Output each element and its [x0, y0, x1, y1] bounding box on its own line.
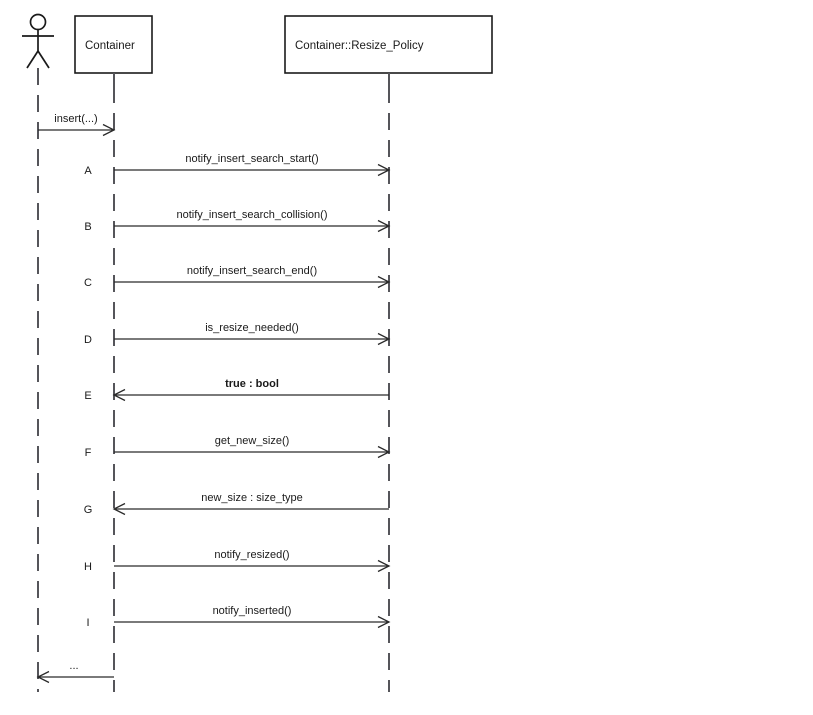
- step-letter-h: H: [84, 561, 92, 573]
- message-label: is_resize_needed(): [205, 322, 299, 334]
- message-arrowhead: [377, 445, 391, 459]
- messages-layer: insert(...) notify_insert_search_start() A…: [36, 113, 391, 684]
- message-arrowhead: [377, 559, 391, 573]
- actor-stick-figure-icon: [22, 13, 54, 69]
- resize-policy-box-rect: [284, 15, 493, 74]
- step-letter-i: I: [86, 617, 89, 629]
- message-d[interactable]: is_resize_needed() D: [84, 322, 391, 346]
- participant-box-container[interactable]: Container: [74, 15, 153, 74]
- resize-policy-box-label: Container::Resize_Policy: [295, 40, 424, 52]
- message-arrowhead: [377, 219, 391, 233]
- message-f[interactable]: get_new_size() F: [85, 435, 391, 459]
- message-label: notify_insert_search_collision(): [176, 209, 327, 221]
- message-arrowhead: [377, 275, 391, 289]
- message-arrowhead: [112, 502, 126, 516]
- message-arrowhead: [377, 332, 391, 346]
- step-letter-f: F: [85, 447, 92, 459]
- message-arrowhead: [112, 388, 126, 402]
- step-letter-a: A: [84, 165, 92, 177]
- message-i[interactable]: notify_inserted() I: [86, 605, 391, 629]
- message-label: notify_resized(): [214, 549, 289, 561]
- message-label: ...: [69, 660, 78, 672]
- message-c[interactable]: notify_insert_search_end() C: [84, 265, 391, 289]
- message-item-10[interactable]: ...: [36, 660, 114, 684]
- step-letter-e: E: [84, 390, 91, 402]
- message-label: get_new_size(): [215, 435, 290, 447]
- message-label: insert(...): [54, 113, 97, 125]
- container-box-rect: [74, 15, 153, 74]
- step-letter-b: B: [84, 221, 91, 233]
- message-a[interactable]: notify_insert_search_start() A: [84, 153, 391, 177]
- message-arrowhead: [102, 123, 116, 137]
- step-letter-c: C: [84, 277, 92, 289]
- message-label: notify_insert_search_end(): [187, 265, 317, 277]
- message-arrowhead: [377, 615, 391, 629]
- message-arrowhead: [377, 163, 391, 177]
- message-label: notify_insert_search_start(): [185, 153, 318, 165]
- message-h[interactable]: notify_resized() H: [84, 549, 391, 573]
- message-item-0[interactable]: insert(...): [38, 113, 116, 137]
- step-letter-g: G: [84, 504, 93, 516]
- message-label: new_size : size_type: [201, 492, 303, 504]
- step-letter-d: D: [84, 334, 92, 346]
- message-label: notify_inserted(): [213, 605, 292, 617]
- participant-box-resize-policy[interactable]: Container::Resize_Policy: [284, 15, 493, 74]
- message-b[interactable]: notify_insert_search_collision() B: [84, 209, 391, 233]
- message-arrowhead: [36, 670, 50, 684]
- message-label: true : bool: [225, 378, 279, 390]
- container-box-label: Container: [85, 40, 135, 52]
